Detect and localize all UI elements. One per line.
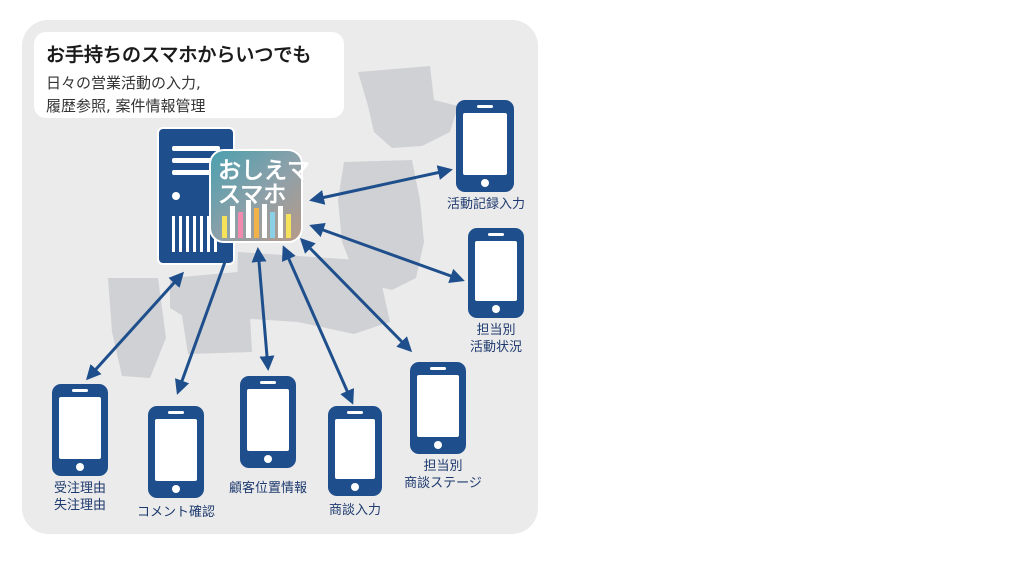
phone-order-reason [52,384,108,476]
arrow-customer-location [251,247,275,371]
phone-comment-confirm [148,406,204,498]
label-negotiation-input: 商談入力 [328,503,381,518]
map-hokkaido [358,66,458,148]
label-staff-negotiation: 担当別 商談ステージ [404,459,482,491]
diagram-canvas: おしえマ スマホ [52,66,524,498]
arrow-activity-record [309,165,453,205]
caption-line-2: 履歴参照, 案件情報管理 [46,97,206,115]
app-icon: おしえマ スマホ [209,149,310,243]
label-customer-location: 顧客位置情報 [228,481,307,496]
caption-box: お手持ちのスマホからいつでも 日々の営業活動の入力, 履歴参照, 案件情報管理 [34,32,344,118]
caption-line-1: 日々の営業活動の入力, [46,74,201,92]
arrow-order-reason [85,271,185,381]
label-order-reason: 受注理由 失注理由 [53,481,106,513]
diagram-panel: おしえマ スマホ [22,20,538,534]
phone-customer-location [240,376,296,468]
phone-activity-record [456,100,514,192]
app-icon-text-line2: スマホ [218,182,286,208]
arrow-comment-confirm [175,245,233,395]
label-activity-record: 活動記録入力 [446,197,525,212]
caption-title: お手持ちのスマホからいつでも [46,44,312,66]
phone-staff-status [468,228,524,318]
connection-arrows [85,165,465,405]
phone-negotiation-input [328,406,382,496]
phone-staff-negotiation [410,362,466,454]
app-icon-text-line1: おしえマ [218,158,310,184]
label-staff-status: 担当別 活動状況 [469,323,522,355]
arrow-negotiation-input [281,245,355,405]
map-kyushu [108,278,166,378]
label-comment-confirm: コメント確認 [136,505,215,520]
